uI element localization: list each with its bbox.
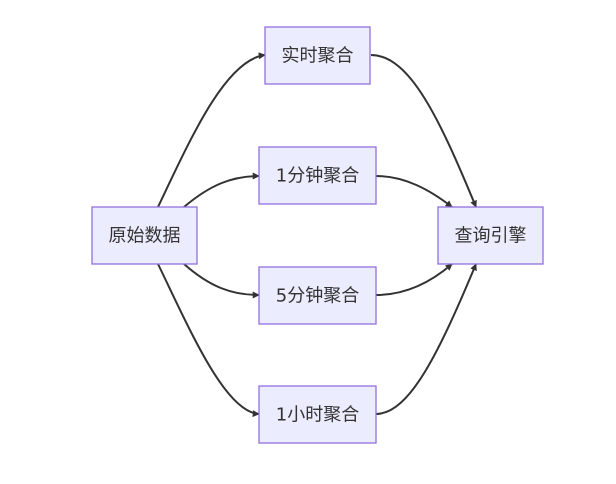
edge-5min-to-engine	[375, 263, 453, 296]
node-realtime-aggregate-label: 实时聚合	[282, 46, 354, 67]
node-1hour-aggregate: 1小时聚合	[258, 385, 377, 444]
node-query-engine: 查询引擎	[437, 206, 544, 265]
edge-1hour-to-engine	[375, 263, 477, 415]
node-1min-aggregate: 1分钟聚合	[258, 146, 377, 205]
node-source: 原始数据	[91, 206, 198, 265]
node-query-engine-label: 查询引擎	[455, 226, 527, 247]
edge-realtime-to-engine	[370, 54, 477, 208]
edge-1min-to-engine	[375, 175, 453, 208]
node-realtime-aggregate: 实时聚合	[264, 26, 371, 85]
edge-source-to-5min	[183, 263, 260, 299]
node-1min-aggregate-label: 1分钟聚合	[276, 166, 359, 187]
edge-source-to-1hour	[157, 263, 260, 418]
edge-source-to-1min	[183, 172, 260, 208]
node-5min-aggregate-label: 5分钟聚合	[276, 286, 359, 307]
node-source-label: 原始数据	[109, 226, 181, 247]
node-1hour-aggregate-label: 1小时聚合	[276, 405, 359, 426]
edge-source-to-realtime	[157, 52, 266, 208]
node-5min-aggregate: 5分钟聚合	[258, 266, 377, 325]
